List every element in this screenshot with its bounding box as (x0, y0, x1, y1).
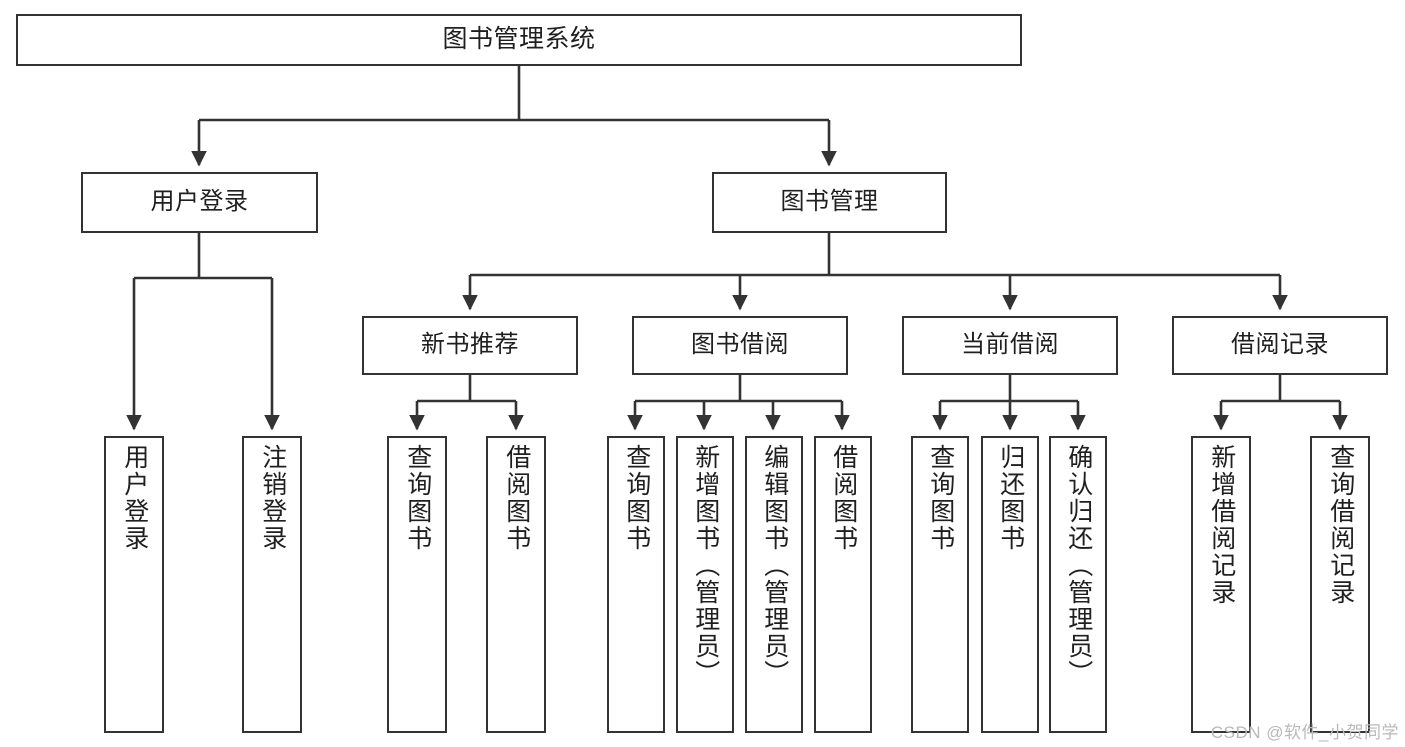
node-label: 图书管理系统 (442, 25, 596, 54)
node-label: 用户登录 (150, 188, 249, 216)
watermark-text: CSDN @软件_小贺同学 (1210, 723, 1399, 742)
node-label: 编辑图书（管理员） (760, 444, 789, 687)
leaf-query-book-recommend[interactable]: 查询图书 (387, 436, 447, 733)
leaf-borrow-book-recommend[interactable]: 借阅图书 (486, 436, 546, 733)
node-label: 借阅图书 (502, 444, 531, 552)
leaf-query-book-borrow[interactable]: 查询图书 (607, 436, 665, 733)
node-label: 确认归还（管理员） (1064, 444, 1093, 687)
node-label: 用户登录 (120, 444, 149, 552)
leaf-query-book-current[interactable]: 查询图书 (911, 436, 969, 733)
node-user-login[interactable]: 用户登录 (81, 172, 318, 233)
node-label: 新增借阅记录 (1207, 444, 1236, 606)
node-book-borrow[interactable]: 图书借阅 (632, 316, 848, 375)
leaf-add-book-admin[interactable]: 新增图书（管理员） (676, 436, 734, 733)
node-root-system[interactable]: 图书管理系统 (16, 14, 1022, 66)
node-label: 新增图书（管理员） (691, 444, 720, 687)
node-label: 查询图书 (403, 444, 432, 552)
node-label: 新书推荐 (421, 331, 519, 359)
node-new-book-recommend[interactable]: 新书推荐 (362, 316, 578, 375)
leaf-confirm-return-admin[interactable]: 确认归还（管理员） (1049, 436, 1107, 733)
node-label: 查询借阅记录 (1326, 444, 1355, 606)
leaf-query-borrow-record[interactable]: 查询借阅记录 (1310, 436, 1370, 733)
leaf-logout[interactable]: 注销登录 (242, 436, 302, 733)
node-book-management[interactable]: 图书管理 (712, 172, 947, 233)
leaf-borrow-book[interactable]: 借阅图书 (814, 436, 872, 733)
node-label: 图书管理 (780, 188, 879, 216)
node-label: 归还图书 (996, 444, 1025, 552)
leaf-return-book[interactable]: 归还图书 (981, 436, 1039, 733)
node-label: 图书借阅 (691, 331, 789, 359)
node-label: 借阅记录 (1231, 331, 1329, 359)
node-label: 借阅图书 (829, 444, 858, 552)
leaf-edit-book-admin[interactable]: 编辑图书（管理员） (745, 436, 803, 733)
leaf-user-login[interactable]: 用户登录 (104, 436, 164, 733)
node-current-borrow[interactable]: 当前借阅 (902, 316, 1118, 375)
node-label: 查询图书 (926, 444, 955, 552)
node-label: 注销登录 (258, 444, 287, 552)
node-label: 当前借阅 (961, 331, 1059, 359)
node-borrow-record[interactable]: 借阅记录 (1172, 316, 1388, 375)
leaf-add-borrow-record[interactable]: 新增借阅记录 (1191, 436, 1251, 733)
node-label: 查询图书 (622, 444, 651, 552)
